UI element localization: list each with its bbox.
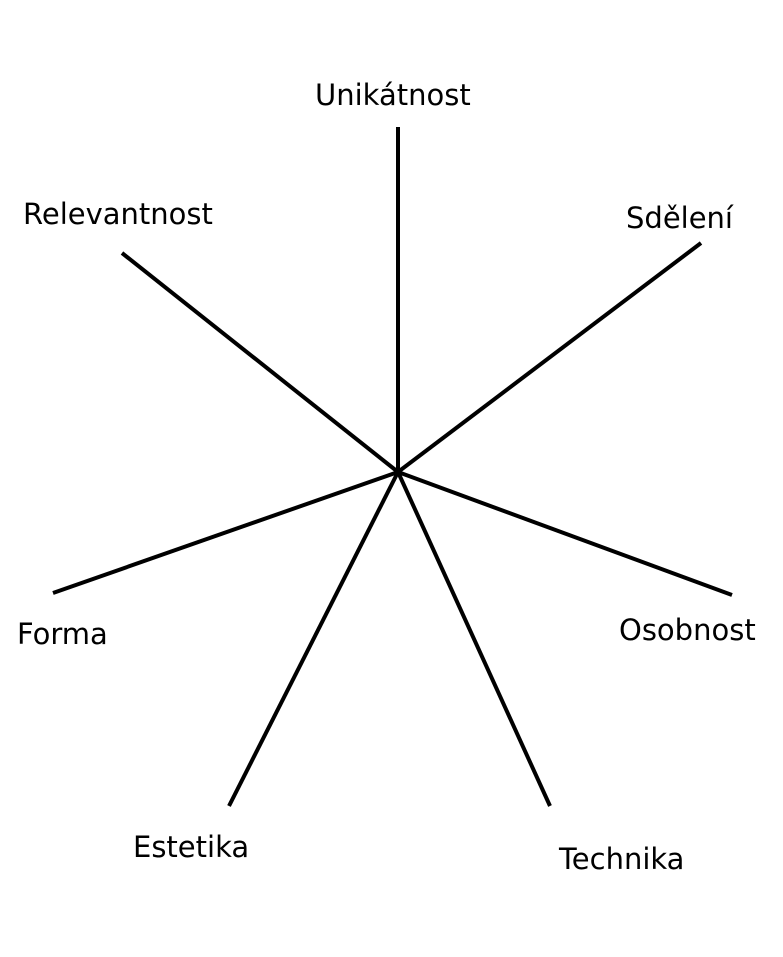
spoke-osobnost: [397, 470, 733, 597]
spoke-sdeleni: [396, 241, 703, 474]
label-estetika: Estetika: [133, 830, 249, 864]
spoke-lines: [52, 127, 733, 807]
label-sdeleni: Sdělení: [626, 201, 734, 235]
spoke-technika: [396, 471, 552, 807]
spoke-labels: Unikátnost Sdělení Osobnost Technika Est…: [17, 78, 756, 876]
label-osobnost: Osobnost: [619, 613, 756, 647]
label-relevantnost: Relevantnost: [23, 197, 213, 231]
label-technika: Technika: [558, 842, 684, 876]
label-forma: Forma: [17, 617, 108, 651]
label-unikatnost: Unikátnost: [315, 78, 471, 112]
spoke-forma: [52, 470, 399, 595]
spoke-estetika: [227, 471, 400, 807]
spoke-relevantnost: [120, 251, 400, 474]
